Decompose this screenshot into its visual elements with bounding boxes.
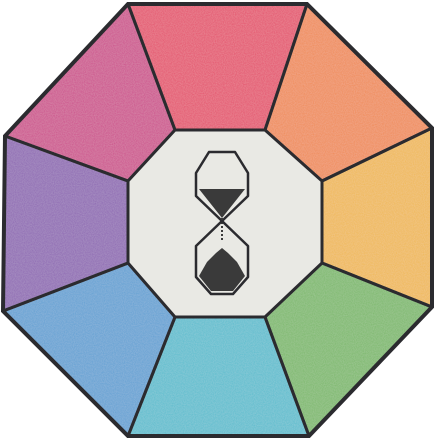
color-wheel-octagon: [0, 0, 435, 441]
